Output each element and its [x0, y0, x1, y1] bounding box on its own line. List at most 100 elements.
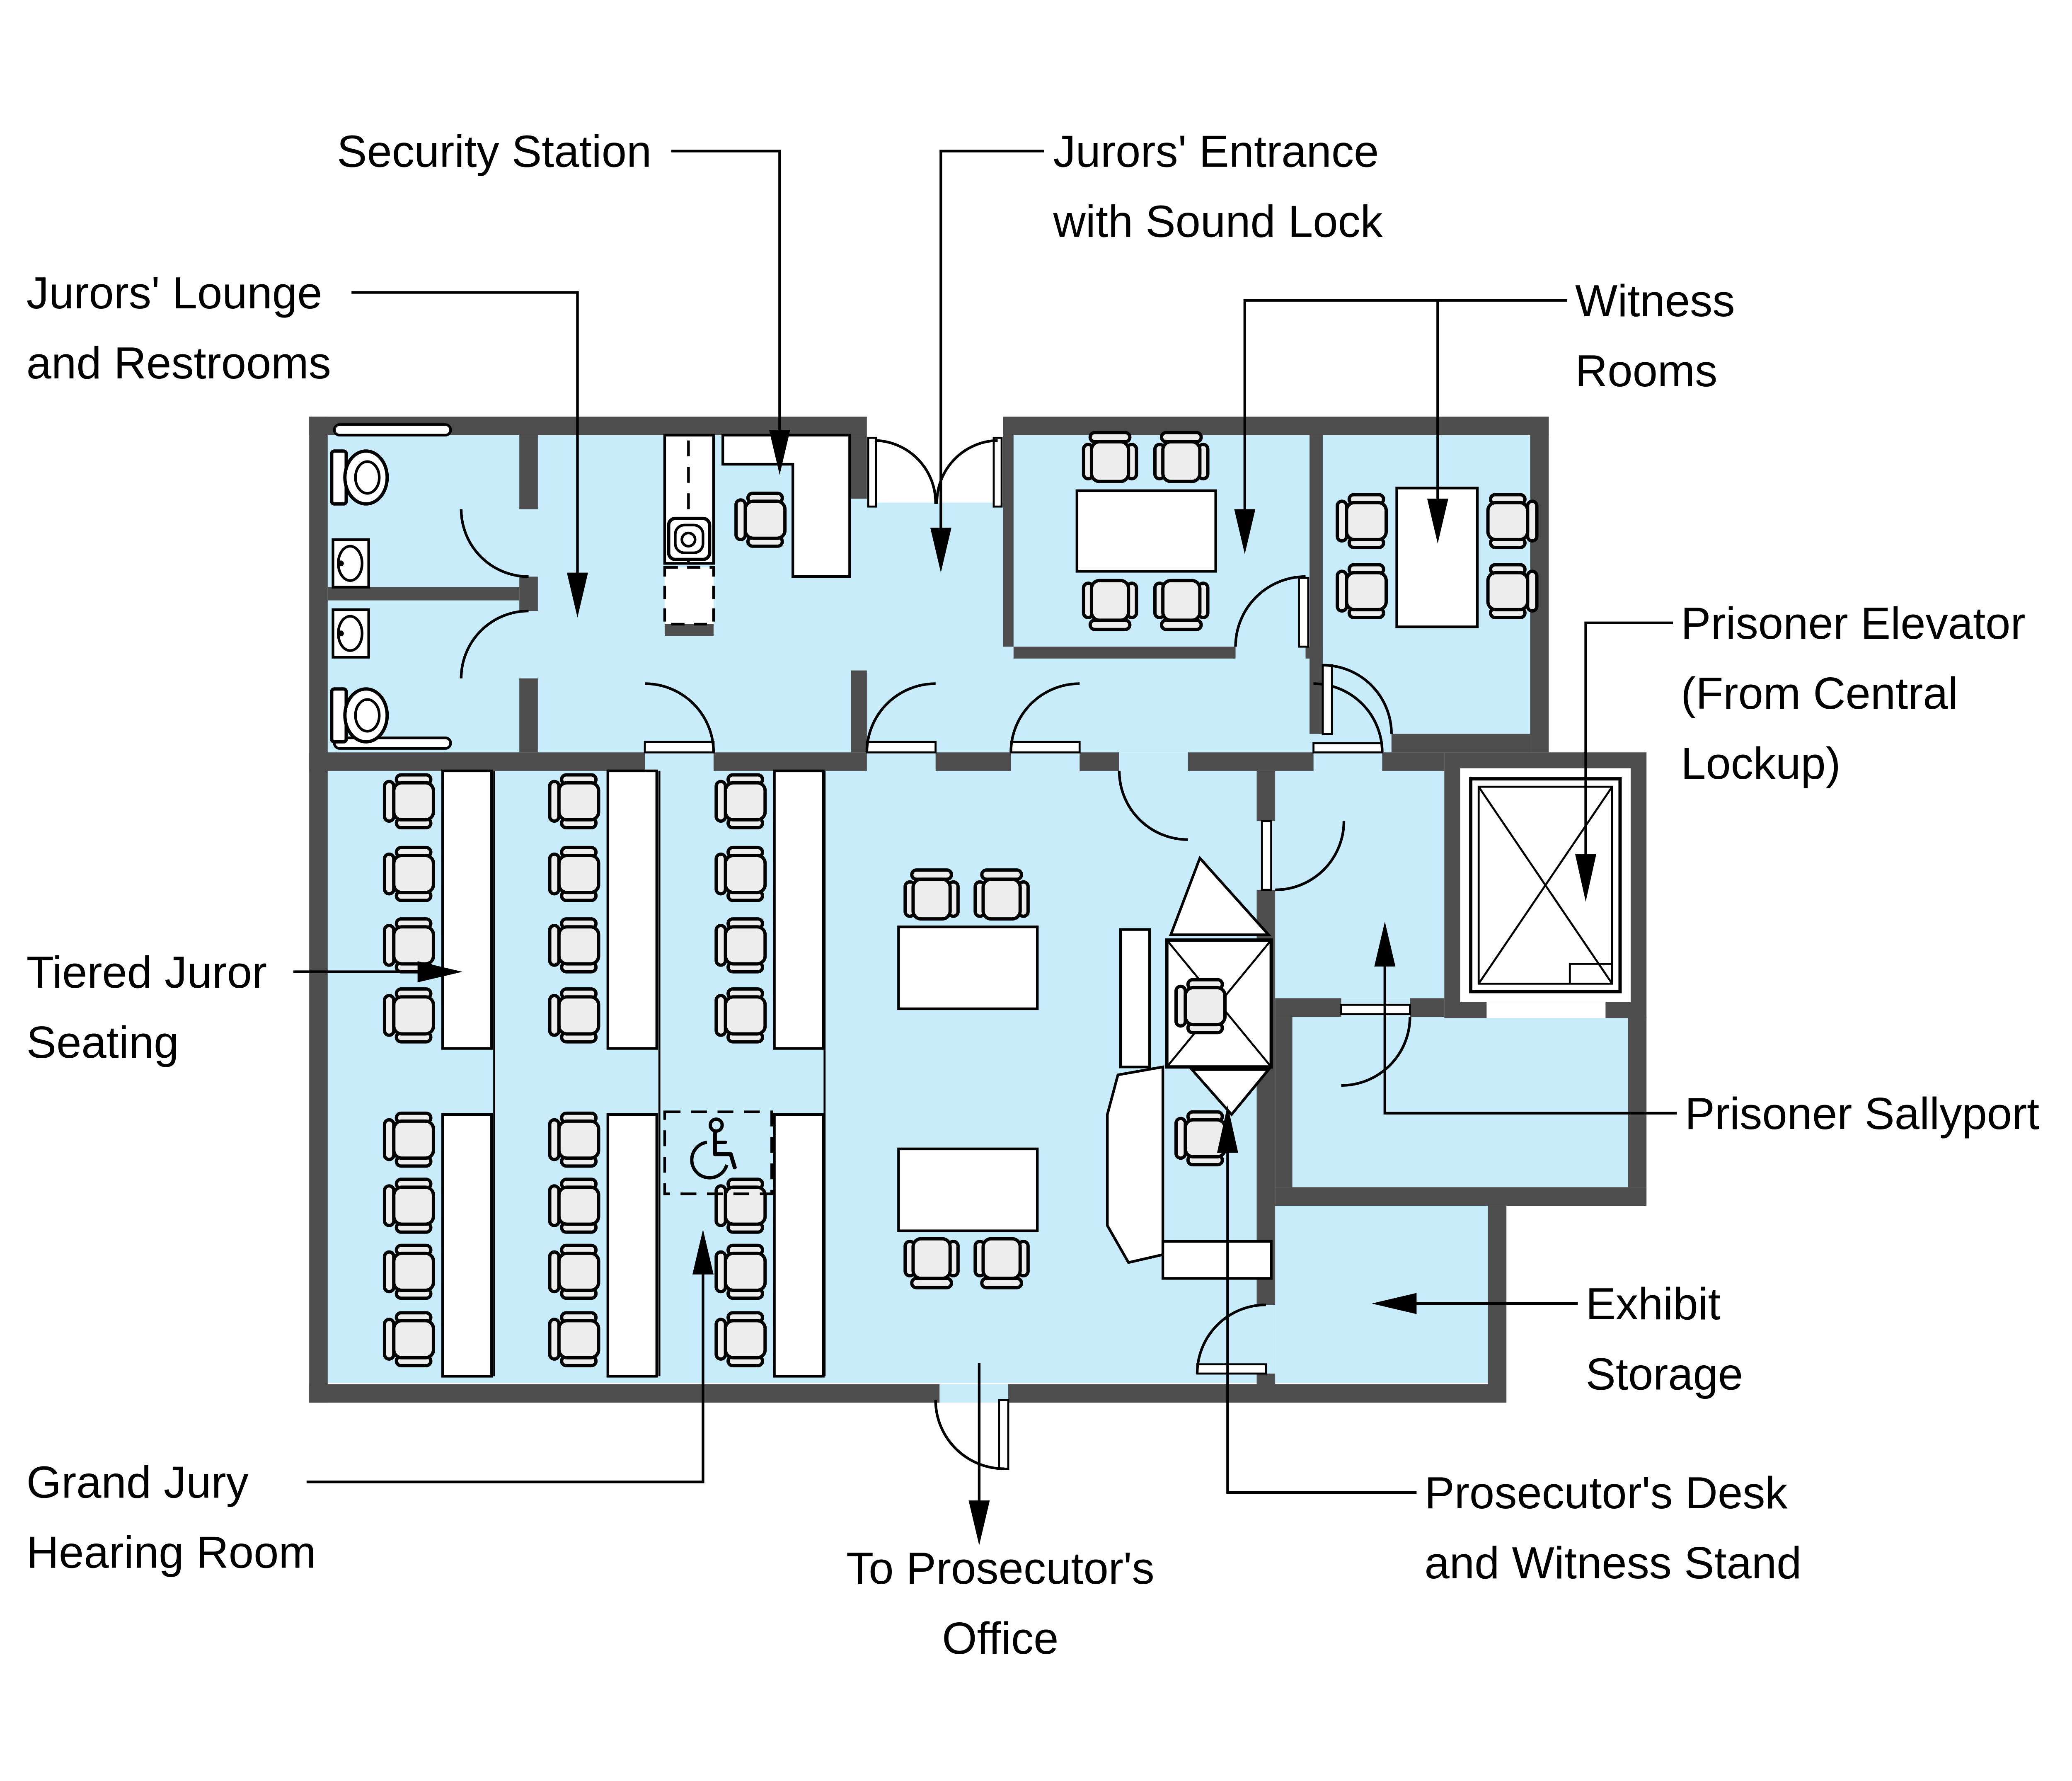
door-arc	[1322, 664, 1393, 734]
arrowhead	[566, 572, 588, 618]
callout-prisoner-elevator: Prisoner Elevator (From Central Lockup)	[1575, 598, 2026, 902]
grab-bar	[333, 423, 452, 437]
chair-icon	[550, 848, 599, 901]
callouts: Security Station Jurors' Entrance with S…	[27, 126, 2039, 1663]
chair-icon	[385, 1113, 433, 1166]
chair-icon	[716, 775, 765, 828]
label-exhibit-storage: Exhibit	[1586, 1279, 1721, 1329]
hearing-room-tables	[897, 870, 1039, 1288]
door-arc	[935, 439, 998, 504]
tier-desk	[773, 1113, 825, 1378]
chair-icon	[385, 1245, 433, 1299]
leader-line	[351, 291, 579, 575]
tiered-juror-seating	[385, 769, 826, 1378]
arrowhead	[968, 1500, 990, 1546]
doors	[460, 435, 1411, 1470]
callout-security-station: Security Station	[337, 126, 790, 475]
door-arc	[645, 682, 715, 753]
sink-icon	[333, 540, 369, 587]
witness-stand-prosecutor-desk	[1106, 855, 1273, 1280]
chair-icon	[905, 870, 958, 919]
leader-line	[1243, 299, 1567, 512]
tier-desk	[606, 1113, 658, 1378]
door-leaf-angled	[1169, 855, 1272, 936]
door-arc	[1009, 682, 1080, 753]
chair-icon	[716, 1313, 765, 1366]
chair-icon	[1488, 494, 1537, 548]
door-arc	[1196, 1303, 1266, 1374]
prosecutors-desk	[1106, 1065, 1164, 1264]
leader-line	[1584, 621, 1673, 857]
room-exhibit-storage	[1275, 1206, 1488, 1383]
chair-icon	[550, 1179, 599, 1232]
chair-icon	[1155, 433, 1208, 482]
tier-desk	[441, 769, 493, 1050]
chair-icon	[1488, 565, 1537, 618]
door-arc	[934, 1400, 1005, 1470]
toilet-icon	[332, 689, 387, 742]
callout-witness-rooms: Witness Rooms	[1234, 276, 1735, 554]
room-sallyport	[1292, 1017, 1628, 1187]
door-arc	[1234, 575, 1306, 647]
chair-icon	[550, 919, 599, 972]
door-arc	[1118, 771, 1188, 841]
wall-left	[309, 417, 328, 1403]
chair-icon	[1176, 1112, 1225, 1165]
leader-line	[306, 1272, 704, 1483]
accessible-seating-area	[663, 1110, 773, 1195]
label-grand-jury-hearing-room: Grand Jury	[27, 1457, 249, 1507]
arrowhead	[769, 430, 790, 475]
security-cabinet	[663, 566, 715, 626]
phone-icon	[667, 516, 712, 561]
arrowhead	[1217, 1105, 1238, 1153]
label-prisoner-sallyport: Prisoner Sallyport	[1685, 1088, 2040, 1139]
label-exhibit-storage: Storage	[1586, 1349, 1743, 1399]
chair-icon	[1084, 581, 1137, 630]
label-prosecutors-desk: and Witness Stand	[1425, 1538, 1802, 1588]
label-prisoner-elevator: Lockup)	[1681, 738, 1841, 788]
arrowhead	[1575, 854, 1597, 902]
arrowhead	[1374, 921, 1396, 967]
label-witness-rooms: Rooms	[1575, 346, 1717, 396]
label-prisoner-elevator: Prisoner Elevator	[1681, 598, 2025, 648]
leader-line	[939, 150, 1044, 531]
wheelchair-accessible-icon	[690, 1117, 737, 1180]
chair-icon	[1084, 433, 1137, 482]
callout-tiered-juror-seating: Tiered Juror Seating	[27, 947, 463, 1067]
chair-icon	[1155, 581, 1208, 630]
table	[897, 1147, 1039, 1232]
label-to-prosecutors-office: To Prosecutor's	[846, 1543, 1155, 1593]
callout-jurors-entrance: Jurors' Entrance with Sound Lock	[930, 126, 1383, 573]
chair-icon	[550, 1113, 599, 1166]
chair-icon	[975, 870, 1028, 919]
grab-bar	[333, 737, 452, 750]
arrowhead	[417, 961, 463, 983]
arrowhead	[930, 528, 951, 573]
label-security-station: Security Station	[337, 126, 651, 177]
door-arc	[874, 439, 937, 504]
callout-prisoner-sallyport: Prisoner Sallyport	[1374, 921, 2039, 1139]
chair-icon	[1176, 980, 1225, 1033]
label-to-prosecutors-office: Office	[942, 1613, 1058, 1663]
chair-icon	[1337, 494, 1386, 548]
tier-desk	[773, 769, 825, 1050]
door-arc	[1341, 1017, 1411, 1087]
tier-desk	[606, 769, 658, 1050]
chair-icon	[385, 989, 433, 1042]
door-arc	[1275, 821, 1346, 892]
chair-icon	[550, 1313, 599, 1366]
prisoner-elevator	[1460, 768, 1631, 1018]
restrooms	[0, 423, 452, 750]
chair-icon	[385, 1179, 433, 1232]
callout-jurors-lounge: Jurors' Lounge and Restrooms	[27, 268, 588, 618]
chair-icon	[550, 775, 599, 828]
chair-icon	[1337, 565, 1386, 618]
door-leaf	[992, 436, 1003, 508]
chair-icon	[716, 1179, 765, 1232]
arrowhead	[1371, 1293, 1417, 1314]
label-grand-jury-hearing-room: Hearing Room	[27, 1527, 316, 1577]
chair-icon	[385, 1313, 433, 1366]
label-jurors-entrance: Jurors' Entrance	[1053, 126, 1379, 177]
table	[897, 926, 1039, 1010]
chair-icon	[716, 919, 765, 972]
